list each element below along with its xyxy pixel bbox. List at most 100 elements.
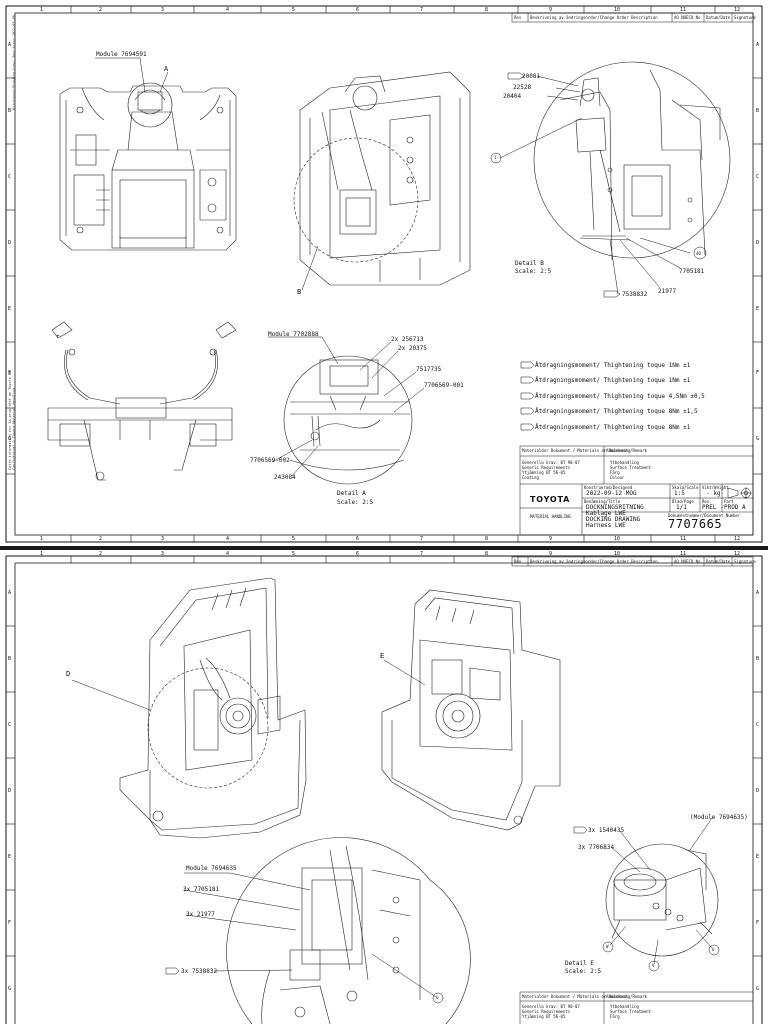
row-letter: E	[8, 854, 12, 860]
col-number: 5	[292, 551, 296, 557]
torque-note: Åtdragningsmoment/ Thightening toque 8Nm…	[535, 424, 691, 431]
part-callout: 20081	[522, 73, 541, 80]
tb-title-en: DOCKING DRAWING	[586, 516, 641, 523]
tb-designer-label: Konstruerad/Designed	[584, 485, 633, 490]
view-label-a: A	[164, 65, 169, 73]
col-number: 12	[734, 7, 741, 13]
row-letter: G	[8, 436, 12, 442]
part-callout: 7517735	[416, 366, 442, 373]
module-label: Module 7702888	[268, 331, 319, 338]
detail-b-view	[533, 61, 731, 261]
phase-balloon-u: U	[436, 995, 439, 1000]
col-number: 1	[40, 536, 44, 542]
tb-colour: Färg	[610, 470, 620, 475]
part-callout: 22528	[513, 84, 532, 91]
tb-part: PROD A	[724, 504, 746, 511]
col-number: 4	[226, 551, 230, 557]
col-number: 9	[549, 536, 553, 542]
item-balloon: 40	[696, 251, 701, 256]
row-letter: G	[8, 986, 12, 992]
rev-header-date: Datum/Date	[706, 559, 731, 564]
part-callout: 2x 256713	[391, 336, 424, 343]
row-letter: A	[8, 42, 12, 48]
part-callout: 7705181	[679, 268, 705, 275]
tb-surface2: Surface Treatment	[610, 1009, 651, 1014]
part-callout: 21977	[658, 288, 677, 295]
sheet-1-linework	[5, 5, 763, 543]
side-note: Confidential © Toyota Material Handling	[12, 387, 16, 470]
terminal-plus: +	[56, 333, 60, 340]
rev-header-sign: Signature	[734, 559, 756, 564]
col-number: 9	[549, 7, 553, 13]
row-letter: E	[8, 306, 12, 312]
tb-name-label: Benämning/Title	[584, 499, 621, 504]
col-number: 8	[485, 7, 489, 13]
col-number: 12	[734, 551, 741, 557]
tb-part-label: Part	[724, 499, 734, 504]
tb-general-tol: Generella krav: BT 90-07	[522, 1004, 580, 1009]
torque-note: Åtdragningsmoment/ Thightening toque 1Nm…	[535, 362, 691, 369]
detail-title: Detail B	[515, 260, 544, 267]
detail-scale: Scale: 2:5	[565, 968, 602, 975]
part-callout: 3x 1540435	[588, 827, 625, 834]
rev-header-sign: Signature	[734, 15, 756, 20]
rev-header-rev: Rev	[514, 559, 522, 564]
rev-header-rev: Rev	[514, 15, 522, 20]
detail-e-view	[605, 843, 719, 957]
col-number: 8	[485, 536, 489, 542]
detail-scale: Scale: 2:5	[337, 499, 374, 506]
module-label: (Module 7694635)	[690, 814, 748, 821]
part-callout: 20404	[503, 93, 522, 100]
part-callout: 2x 20375	[398, 345, 427, 352]
col-number: 6	[356, 551, 360, 557]
row-letter: D	[8, 240, 12, 246]
row-letter: E	[756, 854, 760, 860]
tb-surface: Ytbehandling	[610, 460, 639, 465]
row-letter: B	[8, 656, 12, 662]
tb-coating: Ytjämning BT 56-05	[522, 470, 566, 475]
row-letter: B	[756, 656, 760, 662]
col-number: 4	[226, 536, 230, 542]
projection-symbol	[727, 487, 752, 499]
part-callout: 7538832	[622, 291, 648, 298]
row-letter: A	[8, 590, 12, 596]
title-block-lines-2	[519, 991, 753, 1024]
rev-header-desc: Beskrivning av ändringsorder/Change Orde…	[530, 15, 658, 20]
part-callout: 3x 7706834	[578, 844, 615, 851]
tb-division: MATERIAL HANDLING	[530, 514, 571, 519]
tb-scale: 1:5	[674, 490, 685, 497]
row-letter: F	[8, 370, 12, 376]
tb-surface: Ytbehandling	[610, 1004, 639, 1009]
torque-note: Åtdragningsmoment/ Thightening toque 8Nm…	[535, 408, 698, 415]
truck-view-d	[119, 577, 307, 839]
detail-d-view	[226, 837, 471, 1024]
col-number: 5	[292, 536, 296, 542]
phase-balloon-u: U	[712, 947, 715, 952]
tb-rev: PREL -	[702, 504, 724, 511]
col-number: 9	[549, 551, 553, 557]
sheet-divider	[0, 546, 768, 552]
col-number: 11	[680, 551, 687, 557]
col-number: 6	[356, 536, 360, 542]
part-callout: 243084	[274, 474, 296, 481]
detail-title: Detail E	[565, 960, 594, 967]
tb-remark: Anmärkning/Remark	[606, 448, 647, 453]
view-label-d: D	[66, 670, 71, 678]
col-number: 7	[420, 7, 424, 13]
row-letter: E	[756, 306, 760, 312]
tb-docnum-label: Dokumentnummer/Document Number	[668, 513, 741, 518]
side-note: Ritningsnr/Drawing Creo: Rev:ision 2022-…	[12, 15, 16, 110]
view-label-b: B	[297, 288, 302, 296]
tb-surface2: Surface Treatment	[610, 465, 651, 470]
col-number: 3	[161, 7, 165, 13]
row-letter: G	[756, 986, 760, 992]
tb-mat-doc: Materialdor Dokument / Materials or Docu…	[522, 448, 628, 453]
phase-balloon-w: W	[606, 944, 609, 949]
row-letter: D	[756, 788, 760, 794]
part-callout: 3x 7705181	[183, 886, 220, 893]
tb-weight: - kg	[706, 490, 721, 497]
chassis-iso-view	[293, 71, 471, 286]
col-number: 2	[99, 551, 103, 557]
col-number: 10	[614, 536, 621, 542]
rev-header-desc: Beskrivning av ändringsorder/Change Orde…	[530, 559, 658, 564]
